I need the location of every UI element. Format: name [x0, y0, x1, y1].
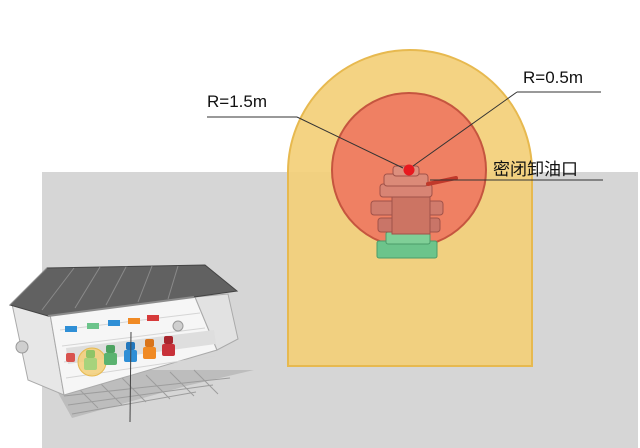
outlet-point [403, 164, 415, 176]
outlet-label: 密闭卸油口 [493, 160, 578, 179]
outer-radius-label: R=1.5m [207, 92, 267, 111]
outlet-pipe-assembly [370, 165, 458, 259]
fuel-unloading-station-3d-icon [9, 264, 254, 423]
outer-radius-pointer [296, 116, 404, 169]
inner-radius-label: R=0.5m [523, 68, 583, 87]
inner-radius-pointer [412, 91, 518, 167]
